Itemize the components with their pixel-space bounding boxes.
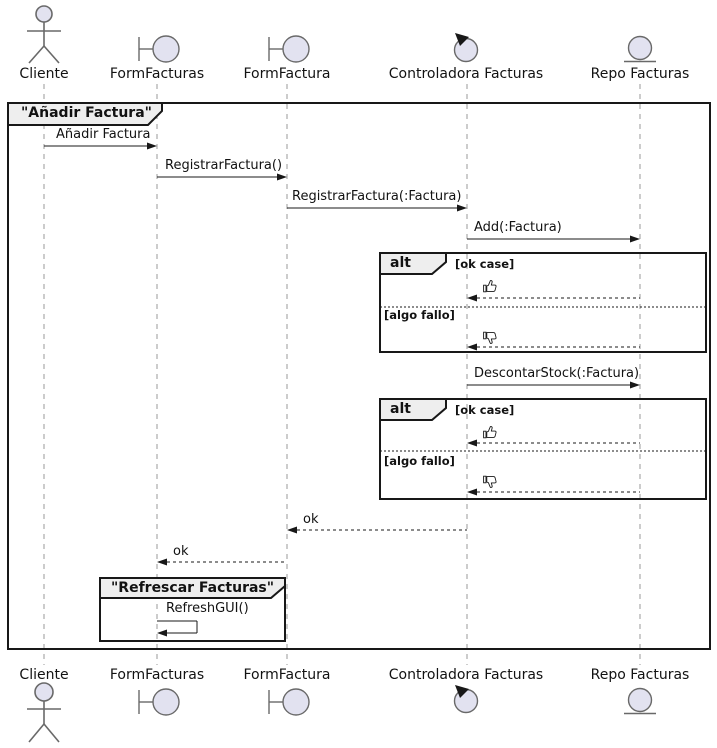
alt2-guard-ok: [ok case]	[455, 403, 515, 417]
participant-label-controladora-bottom: Controladora Facturas	[388, 667, 544, 683]
arrow-add-factura	[467, 235, 640, 243]
participant-label-formfacturas-top: FormFacturas	[109, 66, 205, 82]
participant-label-formfactura-top: FormFactura	[243, 66, 331, 82]
self-arrow-refresh-gui	[157, 620, 198, 637]
alt2-guard-fail: [algo fallo]	[384, 454, 455, 468]
boundary-icon-formfactura-bottom	[268, 688, 310, 716]
participant-label-formfactura-bottom: FormFactura	[243, 667, 331, 683]
frame-title-anadir-factura: "Añadir Factura"	[21, 105, 152, 121]
message-label-refresh-gui: RefreshGUI()	[166, 601, 249, 616]
alt-frame-2-tab	[379, 398, 447, 421]
participant-label-cliente-bottom: Cliente	[19, 667, 69, 683]
control-icon-controladora-top	[453, 33, 479, 63]
thumbs-down-icon	[483, 331, 497, 344]
message-label-ok2: ok	[173, 544, 189, 559]
alt-frame-2	[379, 398, 707, 500]
entity-icon-repo-bottom	[624, 687, 656, 715]
actor-icon-cliente-bottom	[27, 682, 61, 743]
boundary-icon-formfacturas-bottom	[138, 688, 180, 716]
arrow-descontar-stock	[467, 381, 640, 389]
message-label-add-factura: Add(:Factura)	[474, 220, 562, 235]
alt-frame-1	[379, 252, 707, 353]
return-arrow-alt2-fail	[467, 488, 640, 496]
participant-label-repo-bottom: Repo Facturas	[590, 667, 690, 683]
frame-title-refrescar-facturas: "Refrescar Facturas"	[111, 580, 275, 596]
boundary-icon-formfacturas-top	[138, 35, 180, 63]
participant-label-repo-top: Repo Facturas	[590, 66, 690, 82]
arrow-registrar-factura	[157, 173, 287, 181]
frame-refrescar-facturas-tab	[99, 577, 286, 599]
arrow-anadir-factura	[44, 142, 157, 150]
participant-label-cliente-top: Cliente	[19, 66, 69, 82]
message-label-anadir-factura: Añadir Factura	[56, 127, 151, 142]
alt1-guard-fail: [algo fallo]	[384, 308, 455, 322]
entity-icon-repo-top	[624, 35, 656, 63]
arrow-registrar-factura-param	[287, 204, 467, 212]
alt-operator-2: alt	[390, 401, 411, 417]
actor-icon-cliente-top	[27, 5, 61, 64]
return-arrow-alt2-ok	[467, 439, 640, 447]
frame-anadir-factura-tab	[7, 102, 163, 126]
return-arrow-alt1-ok	[467, 294, 640, 302]
alt-operator-1: alt	[390, 255, 411, 271]
alt1-guard-ok: [ok case]	[455, 257, 515, 271]
return-arrow-ok1	[287, 526, 467, 534]
participant-label-formfacturas-bottom: FormFacturas	[109, 667, 205, 683]
control-icon-controladora-bottom	[453, 685, 479, 714]
frame-anadir-factura	[7, 102, 711, 650]
thumbs-up-icon	[483, 426, 497, 439]
message-label-registrar-factura: RegistrarFactura()	[165, 158, 283, 173]
alt-frame-1-tab	[379, 252, 447, 275]
return-arrow-ok2	[157, 558, 287, 566]
message-label-ok1: ok	[303, 512, 319, 527]
return-arrow-alt1-fail	[467, 343, 640, 351]
message-label-descontar-stock: DescontarStock(:Factura)	[474, 366, 640, 381]
message-label-registrar-factura-param: RegistrarFactura(:Factura)	[292, 189, 462, 204]
thumbs-down-icon	[483, 475, 497, 488]
thumbs-up-icon	[483, 280, 497, 293]
boundary-icon-formfactura-top	[268, 35, 310, 63]
participant-label-controladora-top: Controladora Facturas	[388, 66, 544, 82]
